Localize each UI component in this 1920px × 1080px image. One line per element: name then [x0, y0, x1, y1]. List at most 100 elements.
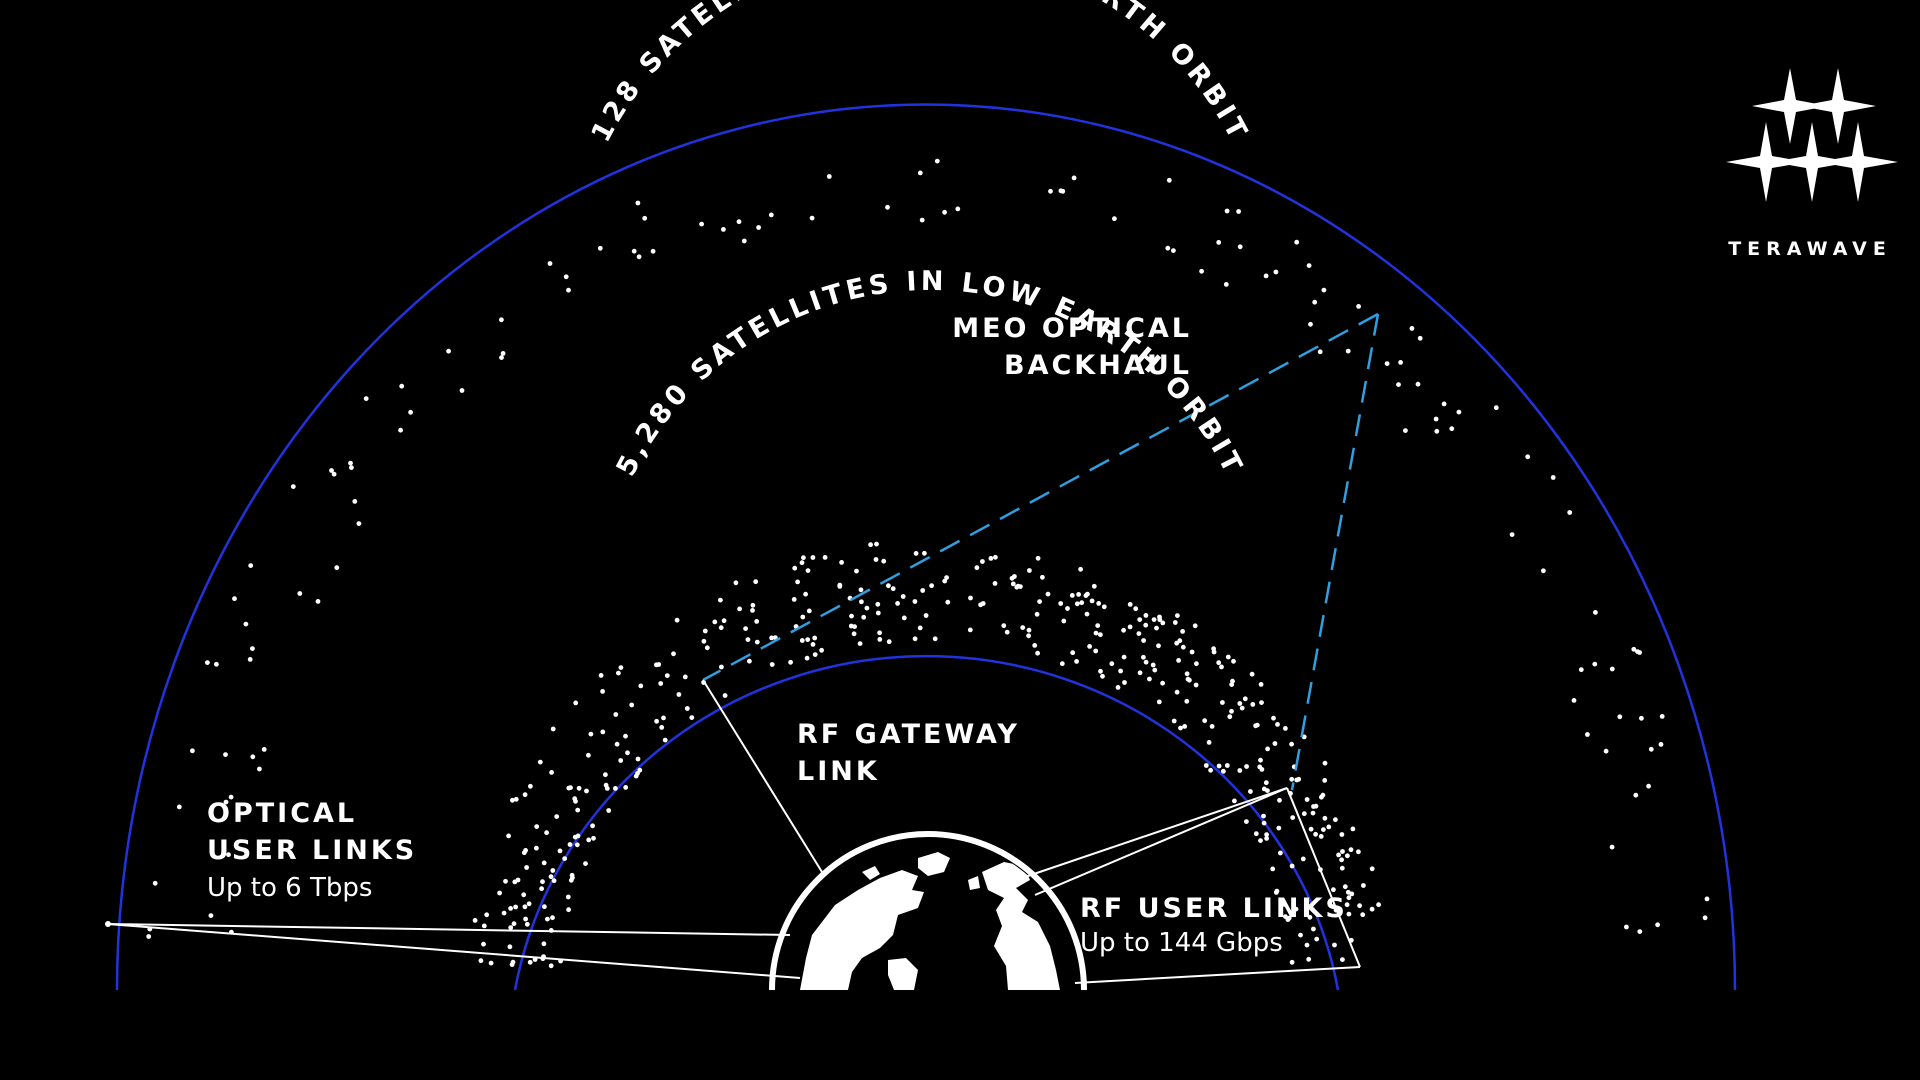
satellite-dot: [656, 662, 662, 667]
satellite-dot: [526, 901, 532, 907]
satellite-dot: [1637, 650, 1642, 655]
satellite-dot: [1312, 299, 1318, 305]
satellite-dot: [674, 617, 680, 623]
satellite-dot: [743, 626, 748, 631]
satellite-dot: [1263, 273, 1269, 279]
satellite-dot: [1265, 746, 1270, 752]
satellite-dot: [250, 754, 256, 760]
satellite-dot: [539, 886, 544, 892]
satellite-dot: [861, 614, 867, 620]
satellite-dot: [1509, 532, 1515, 537]
satellite-dot: [1409, 326, 1415, 331]
satellite-dot: [1257, 764, 1263, 770]
satellite-dot: [805, 637, 811, 642]
satellite-dot: [1096, 601, 1102, 606]
satellite-dot: [1403, 428, 1408, 433]
satellite-dot: [1127, 602, 1133, 607]
satellite-dot: [1010, 581, 1016, 587]
satellite-dot: [544, 830, 549, 836]
satellite-dot: [1248, 789, 1253, 794]
satellite-dot: [792, 565, 798, 571]
satellite-dot: [664, 673, 670, 678]
satellite-dot: [1058, 601, 1064, 606]
satellite-dot: [1356, 304, 1361, 309]
satellite-dot: [719, 664, 724, 670]
satellite-dot: [980, 559, 985, 564]
satellite-dot: [576, 785, 582, 791]
satellite-dot: [1550, 475, 1556, 480]
satellite-dot: [913, 551, 919, 556]
satellite-dot: [1209, 724, 1215, 729]
satellite-dot: [208, 913, 214, 918]
satellite-dot: [499, 317, 504, 323]
satellite-dot: [1357, 903, 1362, 909]
satellite-dot: [1311, 926, 1316, 932]
satellite-dot: [1345, 853, 1350, 859]
satellite-dot: [551, 878, 557, 884]
satellite-dot: [1415, 381, 1421, 387]
satellite-dot: [919, 217, 925, 223]
satellite-dot: [1084, 611, 1090, 617]
satellite-dot: [848, 623, 854, 629]
satellite-dot: [1313, 831, 1318, 837]
satellite-dot: [1310, 810, 1316, 816]
satellite-dot: [1322, 778, 1328, 783]
satellite-dot: [537, 759, 543, 765]
satellite-dot: [1115, 685, 1121, 690]
satellite-dot: [1275, 722, 1280, 727]
satellite-dot: [550, 915, 555, 921]
satellite-dot: [1624, 924, 1629, 930]
satellite-dot: [1340, 957, 1345, 962]
satellite-dot: [1278, 850, 1283, 856]
satellite-dot: [1185, 676, 1191, 682]
satellite-dot: [1646, 783, 1651, 789]
satellite-dot: [315, 599, 321, 604]
satellite-dot: [923, 613, 929, 618]
satellite-dot: [1289, 863, 1295, 869]
satellite-dot: [1258, 682, 1264, 687]
satellite-dot: [1239, 705, 1245, 711]
satellite-dot: [1156, 643, 1161, 649]
satellite-dot: [250, 646, 255, 651]
satellite-dot: [1250, 702, 1256, 707]
satellite-dot: [572, 796, 578, 802]
satellite-dot: [968, 595, 973, 601]
satellite-dot: [1286, 915, 1292, 921]
satellite-dot: [1617, 714, 1623, 720]
satellite-dot: [1078, 566, 1083, 572]
satellite-dot: [1322, 760, 1328, 766]
satellite-dot: [1118, 668, 1123, 674]
satellite-dot: [890, 586, 896, 592]
satellite-dot: [859, 599, 864, 605]
satellite-dot: [523, 916, 528, 922]
satellite-dot: [1704, 896, 1710, 902]
optical-user-links-line1: OPTICAL: [207, 798, 358, 829]
satellite-dot: [352, 499, 358, 504]
satellite-dot: [1065, 606, 1070, 611]
satellite-dot: [689, 715, 695, 720]
satellite-dot: [1282, 902, 1287, 907]
satellite-dot: [1308, 321, 1313, 327]
satellite-dot: [363, 396, 369, 401]
satellite-dot: [481, 941, 486, 947]
satellite-dot: [1567, 510, 1573, 515]
satellite-dot: [507, 944, 513, 950]
satellite-dot: [509, 962, 515, 967]
satellite-dot: [1298, 932, 1303, 938]
satellite-dot: [1152, 667, 1158, 673]
satellite-dot: [920, 588, 926, 593]
meo-optical-backhaul-label: MEO OPTICAL BACKHAUL: [930, 310, 1192, 384]
satellite-dot: [1321, 827, 1326, 832]
satellite-dot: [618, 758, 624, 763]
satellite-dot: [1230, 678, 1235, 684]
satellite-dot: [570, 875, 575, 881]
satellite-dot: [917, 170, 923, 176]
satellite-dot: [478, 958, 484, 964]
satellite-dot: [945, 599, 951, 605]
satellite-dot: [623, 733, 628, 739]
satellite-dot: [851, 631, 857, 637]
satellite-dot: [575, 807, 581, 813]
satellite-dot: [1272, 741, 1278, 746]
satellite-dot: [1253, 723, 1258, 729]
satellite-dot: [736, 219, 742, 225]
